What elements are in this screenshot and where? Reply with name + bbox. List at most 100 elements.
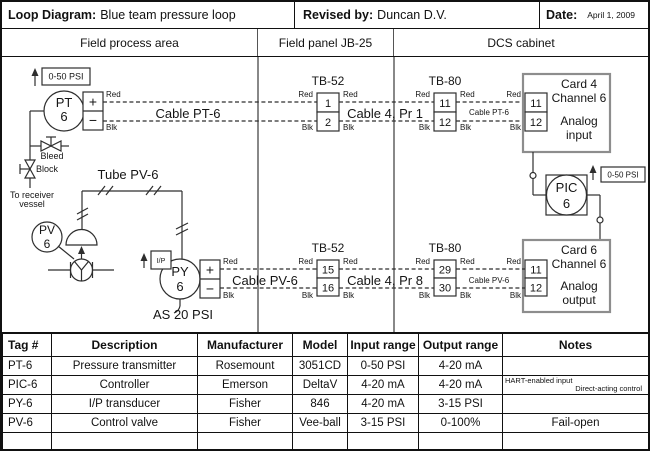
date-label: Date: (546, 8, 578, 22)
card6-terminal-12: 12 (530, 283, 542, 295)
cable4-pr8-label: Cable 4, Pr 8 (347, 273, 423, 288)
cell-input-range: 4-20 mA (347, 375, 419, 395)
table-row-pv6: PV-6 Control valve Fisher Vee-ball 3-15 … (2, 413, 648, 433)
wire-color-label-blk: Blk (460, 291, 472, 300)
to-receiver-label-line1: To receiver (10, 190, 54, 200)
valve-stem-arrow-icon (78, 246, 85, 254)
minus-terminal: − (89, 112, 97, 128)
wire-color-label-red: Red (106, 90, 121, 99)
cell-manufacturer: Rosemount (197, 356, 293, 376)
wire-color-label-red: Red (415, 90, 430, 99)
cell-manufacturer: Fisher (197, 394, 293, 414)
ip-function-box: I/P (140, 250, 172, 270)
note-line-1: HART-enabled input (505, 376, 573, 385)
cell-tag (2, 432, 52, 449)
pic-tag: PIC (556, 180, 578, 195)
pic-bubble: PIC 6 (545, 174, 588, 216)
card4-analog-input: 11 12 Card 4 Channel 6 Analog input (521, 72, 612, 154)
card6-type-line1: Analog (560, 279, 597, 293)
cell-tag: PIC-6 (2, 375, 52, 395)
cell-input-range (347, 432, 419, 449)
card6-analog-output: 11 12 Card 6 Channel 6 Analog output (521, 238, 612, 314)
wire-color-label-blk: Blk (106, 123, 118, 132)
wire-color-label-red: Red (223, 257, 238, 266)
cell-description: Controller (51, 375, 198, 395)
air-supply-label: AS 20 PSI (153, 307, 213, 322)
to-receiver-label-line2: vessel (19, 199, 45, 209)
cable-pt6-small-label: Cable PT-6 (469, 108, 510, 117)
cell-input-range: 0-50 PSI (347, 356, 419, 376)
wire-color-label-blk: Blk (223, 291, 235, 300)
tube-pv6-label: Tube PV-6 (98, 167, 159, 182)
cell-input-range: 3-15 PSI (347, 413, 419, 433)
link-card4-pic (529, 152, 546, 196)
minus-terminal: − (206, 281, 214, 297)
actuator-dome (65, 228, 98, 246)
wire-color-label-blk: Blk (343, 123, 355, 132)
py-num: 6 (176, 279, 183, 294)
card4-terminal-12: 12 (530, 117, 542, 129)
terminal-16: 16 (322, 283, 334, 295)
wire-color-label-blk: Blk (419, 291, 431, 300)
wire-color-label-blk: Blk (302, 123, 314, 132)
cell-notes (502, 394, 648, 414)
pt-num: 6 (60, 109, 67, 124)
card6-title: Card 6 (561, 243, 597, 257)
pv-num: 6 (44, 237, 51, 251)
cell-model (292, 432, 348, 449)
cable-pt6-label: Cable PT-6 (155, 106, 220, 121)
cell-model: 3051CD (292, 356, 348, 376)
pt-tag: PT (56, 95, 73, 110)
section-field-panel: Field panel JB-25 (258, 29, 394, 56)
cell-tag: PY-6 (2, 394, 52, 414)
title-bar: Loop Diagram: Blue team pressure loop Re… (2, 2, 648, 29)
py-terminal-block: + − Red Blk (199, 257, 238, 300)
link-pic-card6 (587, 194, 604, 240)
wire-color-label-red: Red (343, 90, 358, 99)
wire-color-label-red: Red (415, 257, 430, 266)
wire-color-label-red: Red (460, 90, 475, 99)
cell-description: I/P transducer (51, 394, 198, 414)
loop-diagram-label: Loop Diagram: (8, 8, 97, 22)
cable4-pr1-label: Cable 4, Pr 1 (347, 106, 423, 121)
pneumatic-tube: Tube PV-6 (76, 167, 189, 259)
cell-description (51, 432, 198, 449)
cell-output-range: 4-20 mA (418, 375, 503, 395)
card4-title: Card 4 (561, 77, 597, 91)
up-arrow-icon (31, 68, 39, 76)
wire-color-label-red: Red (298, 90, 313, 99)
title-cell-revised: Revised by: Duncan D.V. (295, 2, 540, 28)
instrument-table-area: Tag # Description Manufacturer Model Inp… (2, 332, 648, 449)
cable-pv6-label: Cable PV-6 (232, 273, 298, 288)
terminal-15: 15 (322, 265, 334, 277)
tb80-top-title: TB-80 (429, 74, 462, 88)
cell-tag: PT-6 (2, 356, 52, 376)
wire-color-label-red: Red (460, 257, 475, 266)
col-header-notes: Notes (502, 333, 648, 357)
tb52-bottom: TB-52 15 16 Red Red Blk Blk (298, 241, 357, 300)
cell-manufacturer: Emerson (197, 375, 293, 395)
card6-type-line2: output (562, 293, 596, 307)
card6-channel: Channel 6 (552, 257, 607, 271)
cell-manufacturer: Fisher (197, 413, 293, 433)
py-tag: PY (171, 264, 189, 279)
terminal-12: 12 (439, 117, 451, 129)
wire-color-label-red: Red (343, 257, 358, 266)
plus-terminal: + (89, 94, 97, 110)
pic-range-indicator: 0-50 PSI (589, 165, 646, 183)
table-row-py6: PY-6 I/P transducer Fisher 846 4-20 mA 3… (2, 394, 648, 414)
cell-tag: PV-6 (2, 413, 52, 433)
up-arrow-icon (140, 253, 148, 261)
col-header-tag: Tag # (2, 333, 52, 357)
col-header-description: Description (51, 333, 198, 357)
col-header-input-range: Input range (347, 333, 419, 357)
tb80-bottom-title: TB-80 (429, 241, 462, 255)
cell-output-range (418, 432, 503, 449)
cell-input-range: 4-20 mA (347, 394, 419, 414)
wire-color-label-blk: Blk (302, 291, 314, 300)
loop-diagram-drawing: 0-50 PSI PT 6 + − Red Blk (10, 57, 646, 332)
card4-terminal-11: 11 (530, 98, 541, 110)
plus-terminal: + (206, 262, 214, 278)
pt-bubble: PT 6 (43, 90, 85, 132)
pic-num: 6 (563, 196, 570, 211)
